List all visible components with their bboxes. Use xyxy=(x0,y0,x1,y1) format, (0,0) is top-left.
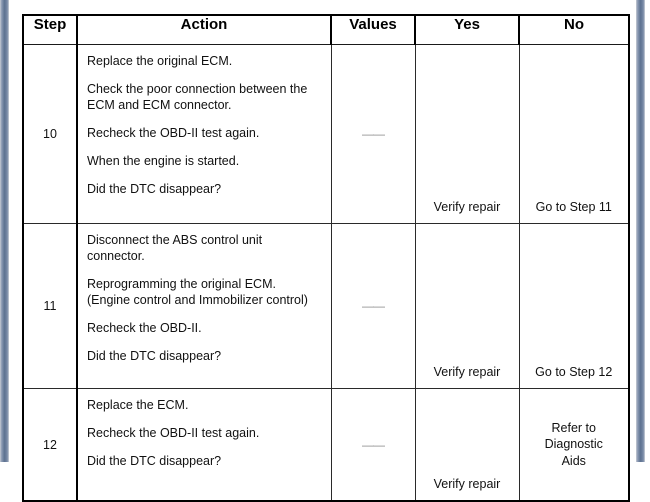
cell-yes-outcome: Verify repair xyxy=(414,223,520,389)
cell-no-outcome: Go to Step 11 xyxy=(518,44,630,224)
action-line: Disconnect the ABS control unit xyxy=(87,233,263,247)
cell-no-outcome: Go to Step 12 xyxy=(518,223,630,389)
no-outcome-line: Diagnostic xyxy=(544,437,603,452)
value-dash-mark: —— xyxy=(362,127,385,141)
header-row: Step Action Values Yes No xyxy=(22,14,630,45)
page-edge-left xyxy=(0,0,9,462)
cell-action: Replace the ECM. Recheck the OBD-II test… xyxy=(76,388,332,502)
cell-no-outcome: Refer to Diagnostic Aids xyxy=(518,388,630,502)
cell-values: —— xyxy=(330,44,416,224)
cell-action: Disconnect the ABS control unit connecto… xyxy=(76,223,332,389)
cell-step-number: 12 xyxy=(22,388,78,502)
action-line: When the engine is started. xyxy=(87,154,240,168)
cell-yes-outcome: Verify repair xyxy=(414,388,520,502)
cell-step-number: 10 xyxy=(22,44,78,224)
action-line: Recheck the OBD-II test again. xyxy=(87,426,260,440)
action-line: connector. xyxy=(87,249,145,263)
cell-action: Replace the original ECM. Check the poor… xyxy=(76,44,332,224)
cell-yes-outcome: Verify repair xyxy=(414,44,520,224)
diagnostic-steps-table: Step Action Values Yes No 10 Replace the… xyxy=(22,14,630,502)
no-outcome-line: Refer to xyxy=(551,421,596,436)
action-line: Did the DTC disappear? xyxy=(87,454,222,468)
action-line: Did the DTC disappear? xyxy=(87,182,222,196)
cell-values: —— xyxy=(330,223,416,389)
cell-values: —— xyxy=(330,388,416,502)
cell-step-number: 11 xyxy=(22,223,78,389)
action-line: Recheck the OBD-II. xyxy=(87,321,202,335)
action-line: (Engine control and Immobilizer control) xyxy=(87,293,308,307)
value-dash-mark: —— xyxy=(362,299,385,313)
action-line: Replace the ECM. xyxy=(87,398,189,412)
table-row: 10 Replace the original ECM. Check the p… xyxy=(22,44,630,224)
no-outcome-line: Aids xyxy=(561,453,586,468)
action-line: Check the poor connection between the xyxy=(87,82,308,96)
column-header-values: Values xyxy=(330,14,416,45)
table-header: Step Action Values Yes No xyxy=(22,14,630,45)
table-body: 10 Replace the original ECM. Check the p… xyxy=(22,44,630,502)
column-header-step: Step xyxy=(22,14,78,45)
value-dash-mark: —— xyxy=(362,437,385,452)
action-line: Recheck the OBD-II test again. xyxy=(87,126,260,140)
action-line: ECM and ECM connector. xyxy=(87,98,232,112)
column-header-action: Action xyxy=(76,14,332,45)
action-line: Did the DTC disappear? xyxy=(87,349,222,363)
document-sheet: Step Action Values Yes No 10 Replace the… xyxy=(9,0,636,502)
table-row: 12 Replace the ECM. Recheck the OBD-II t… xyxy=(22,388,630,502)
column-header-yes: Yes xyxy=(414,14,520,45)
page-edge-right xyxy=(636,0,645,462)
action-line: Replace the original ECM. xyxy=(87,54,233,68)
action-line: Reprogramming the original ECM. xyxy=(87,277,276,291)
column-header-no: No xyxy=(518,14,630,45)
table-row: 11 Disconnect the ABS control unit conne… xyxy=(22,223,630,389)
